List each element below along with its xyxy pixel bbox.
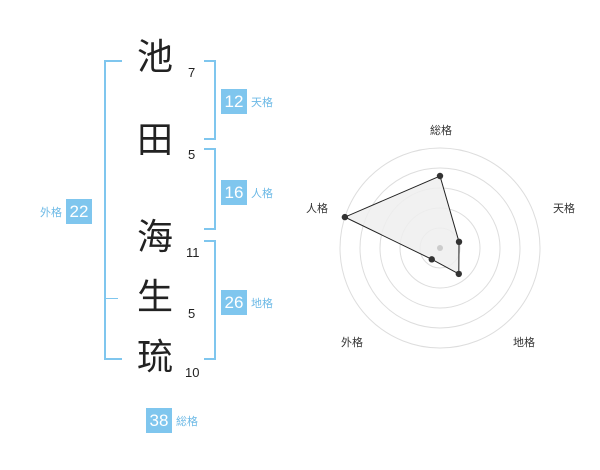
tenkaku-label: 天格 xyxy=(251,95,273,109)
tenkaku-value: 12 xyxy=(221,89,247,114)
stroke-count-5: 10 xyxy=(185,365,200,380)
tenkaku-bracket xyxy=(204,60,216,140)
radar-label-chikaku: 地格 xyxy=(513,335,535,349)
radar-label-gaikaku: 外格 xyxy=(341,335,363,349)
radar-point xyxy=(436,172,444,180)
tenkaku-badge: 12 天格 xyxy=(221,89,273,114)
radar-center-dot xyxy=(437,245,443,251)
stroke-count-1: 7 xyxy=(188,65,196,80)
soukaku-badge: 38 総格 xyxy=(146,408,198,433)
jinkaku-value: 16 xyxy=(221,180,247,205)
chikaku-badge: 26 地格 xyxy=(221,290,273,315)
fortune-radar-chart: 総格 天格 地格 外格 人格 xyxy=(306,123,575,349)
name-char-3: 海 xyxy=(136,217,173,258)
radar-point xyxy=(428,256,435,263)
radar-label-soukaku: 総格 xyxy=(430,123,452,137)
name-char-4: 生 xyxy=(136,277,173,318)
radar-ring xyxy=(359,167,521,329)
radar-points xyxy=(341,172,463,278)
stroke-count-3: 11 xyxy=(186,245,200,260)
soukaku-label: 総格 xyxy=(176,414,198,428)
stroke-count-4: 5 xyxy=(188,306,196,321)
soukaku-value: 38 xyxy=(146,408,172,433)
stroke-count-2: 5 xyxy=(188,147,196,162)
name-char-1: 池 xyxy=(136,37,173,78)
chikaku-value: 26 xyxy=(221,290,247,315)
name-char-2: 田 xyxy=(136,120,173,161)
radar-polygon xyxy=(343,175,460,275)
radar-ring xyxy=(339,147,541,349)
radar-point xyxy=(341,213,349,221)
radar-point xyxy=(455,270,463,278)
chikaku-bracket xyxy=(204,240,216,360)
name-char-5: 琉 xyxy=(136,337,173,378)
gaikaku-bracket xyxy=(104,60,122,360)
chikaku-label: 地格 xyxy=(251,296,273,310)
radar-label-tenkaku: 天格 xyxy=(553,201,575,215)
gaikaku-value: 22 xyxy=(66,199,92,224)
jinkaku-badge: 16 人格 xyxy=(221,180,273,205)
gaikaku-badge: 外格 22 xyxy=(40,199,92,224)
jinkaku-label: 人格 xyxy=(251,186,273,200)
gaikaku-bracket-mid xyxy=(104,298,118,299)
gaikaku-label: 外格 xyxy=(40,205,62,219)
radar-point xyxy=(455,238,463,246)
jinkaku-bracket xyxy=(204,148,216,230)
radar-label-jinkaku: 人格 xyxy=(306,201,328,215)
